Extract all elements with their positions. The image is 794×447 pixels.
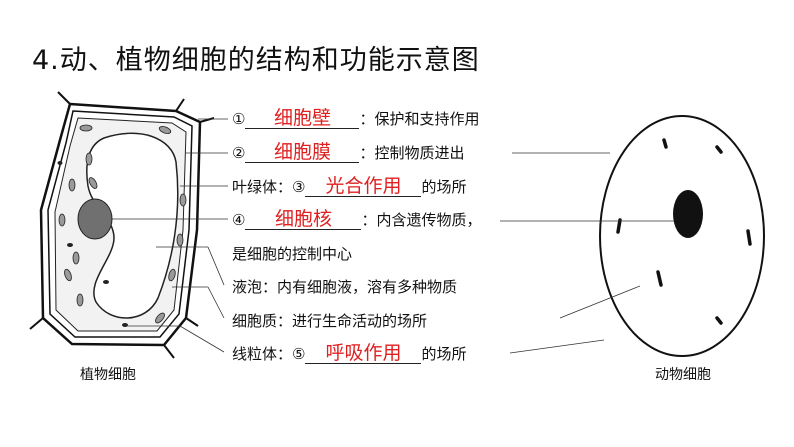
answer-cell-wall: 细胞壁 xyxy=(245,108,360,129)
animal-mitochondria xyxy=(616,138,752,325)
answer-chloroplast: 光合作用 xyxy=(305,176,422,197)
chloroplasts xyxy=(58,124,187,324)
animal-leader-lines xyxy=(500,152,674,354)
caption-animal-cell: 动物细胞 xyxy=(655,367,711,383)
vacuole xyxy=(86,132,179,319)
animal-nucleus xyxy=(673,190,703,238)
plant-mitochondria xyxy=(57,161,128,327)
answer-nucleus: 细胞核 xyxy=(245,209,362,230)
plant-leader-lines xyxy=(112,118,228,353)
page-title: 4.动、植物细胞的结构和功能示意图 xyxy=(32,45,480,76)
animal-cell-membrane xyxy=(599,115,765,357)
answer-mitochondria: 呼吸作用 xyxy=(305,343,422,364)
answer-cell-membrane: 细胞膜 xyxy=(245,142,360,163)
label-cytoplasm: 细胞质：进行生命活动的场所 xyxy=(232,312,428,330)
label-nucleus-cont: 是细胞的控制中心 xyxy=(232,245,353,263)
plant-nucleus xyxy=(77,198,113,240)
caption-plant-cell: 植物细胞 xyxy=(80,367,136,383)
label-vacuole: 液泡：内有细胞液，溶有多种物质 xyxy=(232,278,458,296)
